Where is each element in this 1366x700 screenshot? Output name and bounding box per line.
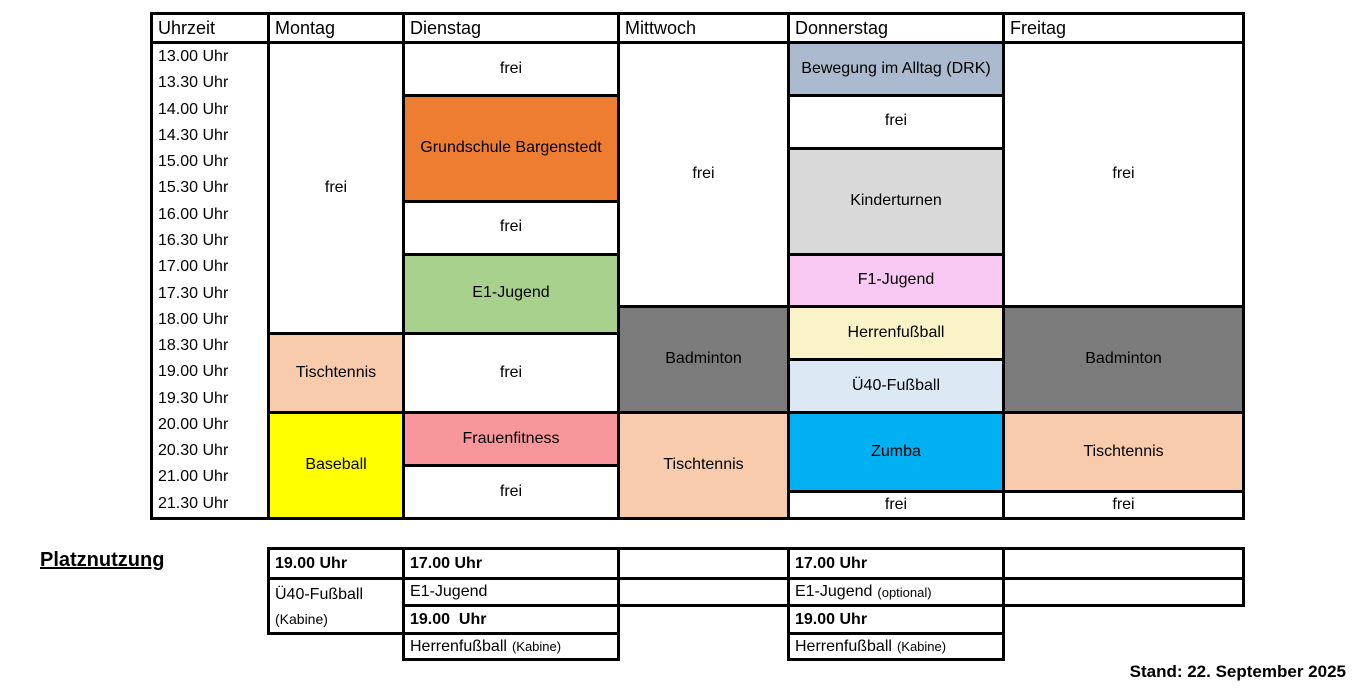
pn-dienstag-time2: 19.00 Uhr [402, 604, 620, 635]
block-mittwoch-frei: frei [620, 44, 787, 306]
time-slot: 21.30 Uhr [158, 494, 229, 512]
time-slot: 15.00 Uhr [158, 153, 229, 171]
block-dienstag-frei-3: frei [405, 334, 617, 412]
header-cell-mittwoch: Mittwoch [620, 15, 787, 41]
block-dienstag-frei-2: frei [405, 202, 617, 253]
pn-donnerstag-time1: 17.00 Uhr [787, 547, 1005, 580]
time-column: 13.00 Uhr 13.30 Uhr 14.00 Uhr 14.30 Uhr … [153, 44, 267, 517]
pn-montag-activity: Ü40-Fußball [275, 585, 364, 603]
block-mittwoch-badminton: Badminton [620, 308, 787, 412]
pn-freitag-empty-1 [1002, 547, 1245, 580]
time-slot: 20.30 Uhr [158, 442, 229, 460]
pn-donnerstag-activity1-cell: E1-Jugend (optional) [787, 577, 1005, 607]
block-mittwoch-tischtennis: Tischtennis [620, 414, 787, 517]
block-donnerstag-herrenfussball: Herrenfußball [790, 308, 1002, 359]
pn-montag-time: 19.00 Uhr [267, 547, 405, 580]
pn-mittwoch-empty-1 [617, 547, 790, 580]
stand-date-label: Stand: 22. September 2025 [1129, 662, 1346, 681]
block-donnerstag-f1-jugend: F1-Jugend [790, 255, 1002, 306]
header-cell-montag: Montag [270, 15, 402, 41]
time-slot: 13.30 Uhr [158, 74, 229, 92]
pn-freitag-empty-2 [1002, 577, 1245, 607]
time-slot: 17.30 Uhr [158, 284, 229, 302]
block-freitag-badminton: Badminton [1005, 308, 1242, 412]
block-dienstag-frei-4: frei [405, 467, 617, 517]
time-slot: 20.00 Uhr [158, 415, 229, 433]
block-freitag-frei-1: frei [1005, 44, 1242, 306]
time-slot: 14.30 Uhr [158, 126, 229, 144]
pn-donnerstag-activity1-note: (optional) [877, 584, 932, 600]
time-slot: 19.00 Uhr [158, 363, 229, 381]
block-freitag-tischtennis: Tischtennis [1005, 414, 1242, 491]
pn-dienstag-activity2-note: (Kabine) [511, 639, 562, 654]
time-slot: 15.30 Uhr [158, 179, 229, 197]
pn-mittwoch-empty-2 [617, 577, 790, 607]
time-slot: 17.00 Uhr [158, 258, 229, 276]
platznutzung-heading: Platznutzung [40, 549, 165, 571]
schedule-table: Uhrzeit Montag Dienstag Mittwoch Donners… [150, 12, 1245, 520]
time-slot: 21.00 Uhr [158, 468, 229, 486]
header-cell-uhrzeit: Uhrzeit [153, 15, 267, 41]
pn-montag-activity-cell: Ü40-Fußball (Kabine) [267, 577, 405, 635]
block-donnerstag-zumba: Zumba [790, 414, 1002, 491]
block-montag-frei: frei [270, 44, 402, 332]
pn-donnerstag-activity1: E1-Jugend [795, 583, 873, 600]
block-dienstag-frauenfitness: Frauenfitness [405, 414, 617, 464]
pn-donnerstag-activity2: Herrenfußball [795, 637, 892, 655]
block-donnerstag-kinderturnen: Kinderturnen [790, 149, 1002, 253]
block-dienstag-grundschule: Grundschule Bargenstedt [405, 96, 617, 200]
block-donnerstag-frei-1: frei [790, 96, 1002, 147]
pn-dienstag-time1: 17.00 Uhr [402, 547, 620, 580]
pn-donnerstag-time2: 19.00 Uhr [787, 604, 1005, 635]
pn-donnerstag-activity2-note: (Kabine) [896, 639, 947, 654]
block-montag-tischtennis: Tischtennis [270, 334, 402, 412]
time-slot: 13.00 Uhr [158, 48, 229, 66]
pn-dienstag-activity2: Herrenfußball [410, 637, 507, 655]
time-slot: 16.30 Uhr [158, 231, 229, 249]
time-slot: 18.30 Uhr [158, 337, 229, 355]
block-montag-baseball: Baseball [270, 414, 402, 517]
time-slot: 18.00 Uhr [158, 310, 229, 328]
header-cell-freitag: Freitag [1005, 15, 1242, 41]
pn-dienstag-activity1: E1-Jugend [410, 583, 488, 600]
block-dienstag-e1-jugend: E1-Jugend [405, 255, 617, 332]
pn-donnerstag-activity2-cell: Herrenfußball (Kabine) [787, 632, 1005, 661]
block-dienstag-frei-1: frei [405, 44, 617, 94]
header-cell-donnerstag: Donnerstag [790, 15, 1002, 41]
pn-dienstag-activity1-cell: E1-Jugend [402, 577, 620, 607]
pn-montag-note: (Kabine) [275, 610, 328, 627]
header-cell-dienstag: Dienstag [405, 15, 617, 41]
block-donnerstag-u40-fussball: Ü40-Fußball [790, 361, 1002, 412]
pn-dienstag-activity2-cell: Herrenfußball (Kabine) [402, 632, 620, 661]
block-donnerstag-frei-2: frei [790, 493, 1002, 517]
block-donnerstag-bewegung-im-alltag: Bewegung im Alltag (DRK) [790, 44, 1002, 94]
block-freitag-frei-2: frei [1005, 493, 1242, 517]
time-slot: 19.30 Uhr [158, 389, 229, 407]
time-slot: 14.00 Uhr [158, 100, 229, 118]
time-slot: 16.00 Uhr [158, 205, 229, 223]
